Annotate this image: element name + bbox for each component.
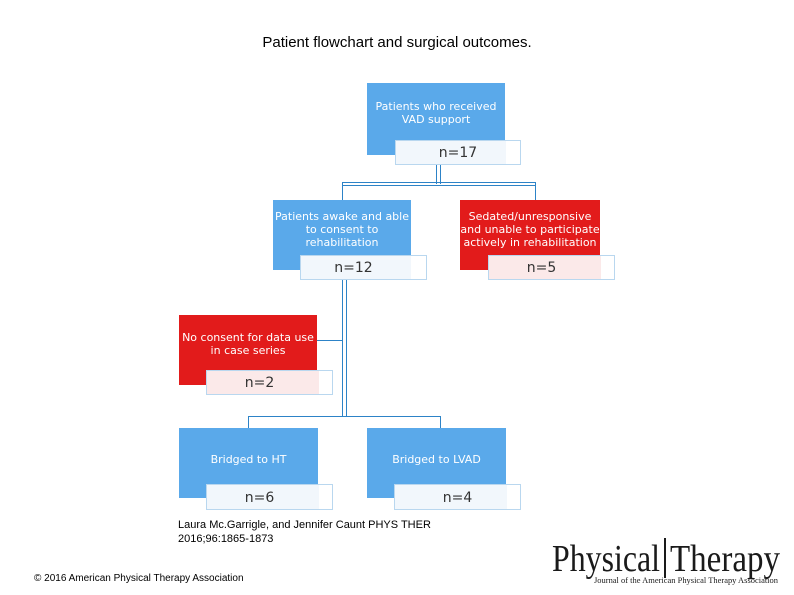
node-vad-support-count-text: n=17	[438, 145, 478, 161]
connector-to-lvad	[440, 416, 441, 428]
node-bridged-ht-count: n=6	[206, 484, 333, 510]
node-awake-able-line3: rehabilitation	[305, 236, 379, 249]
connector-vad-trunk	[436, 164, 441, 184]
node-bridged-ht-count-text: n=6	[244, 490, 275, 506]
connector-to-ht	[248, 416, 249, 428]
node-no-consent-line1: No consent for data use	[182, 331, 314, 344]
citation-reference: 2016;96:1865-1873	[178, 533, 274, 545]
node-awake-able-line1: Patients awake and able	[275, 210, 409, 223]
connector-to-awake	[342, 182, 343, 200]
physical-therapy-logo: Physical Therapy Journal of the American…	[552, 538, 780, 585]
citation: Laura Mc.Garrigle, and Jennifer Caunt PH…	[178, 518, 431, 546]
node-vad-support-line2: VAD support	[401, 113, 471, 126]
node-no-consent-count: n=2	[206, 370, 333, 395]
copyright-notice: © 2016 American Physical Therapy Associa…	[34, 573, 244, 584]
node-bridged-ht-label: Bridged to HT	[210, 453, 287, 466]
node-sedated-count-text: n=5	[526, 260, 557, 276]
node-sedated-line3: actively in rehabilitation	[463, 236, 597, 249]
connector-to-noconsent	[317, 340, 343, 341]
logo-divider	[664, 538, 666, 578]
node-bridged-lvad-count: n=4	[394, 484, 521, 510]
node-awake-able: Patients awake and able to consent to re…	[273, 200, 411, 270]
node-sedated-count: n=5	[488, 255, 615, 280]
node-vad-support-line1: Patients who received	[375, 100, 497, 113]
connector-bottom-horizontal	[248, 416, 441, 417]
connector-to-sedated	[535, 182, 536, 200]
node-no-consent-count-text: n=2	[244, 375, 275, 391]
node-sedated-line2: and unable to participate	[460, 223, 600, 236]
figure-title: Patient flowchart and surgical outcomes.	[262, 34, 532, 51]
logo-word-physical: Physical	[552, 538, 660, 580]
node-bridged-lvad-label: Bridged to LVAD	[392, 453, 481, 466]
node-bridged-lvad-count-text: n=4	[442, 490, 473, 506]
node-awake-able-line2: to consent to	[305, 223, 379, 236]
connector-top-horizontal	[342, 182, 536, 186]
node-awake-able-count-text: n=12	[334, 260, 373, 276]
citation-authors: Laura Mc.Garrigle, and Jennifer Caunt PH…	[178, 519, 431, 531]
node-vad-support-count: n=17	[395, 140, 521, 165]
connector-awake-trunk	[342, 280, 347, 416]
node-no-consent-line2: in case series	[210, 344, 286, 357]
node-sedated-line1: Sedated/unresponsive	[468, 210, 592, 223]
logo-word-therapy: Therapy	[670, 538, 780, 580]
node-awake-able-count: n=12	[300, 255, 427, 280]
logo-tagline: Journal of the American Physical Therapy…	[594, 575, 779, 585]
